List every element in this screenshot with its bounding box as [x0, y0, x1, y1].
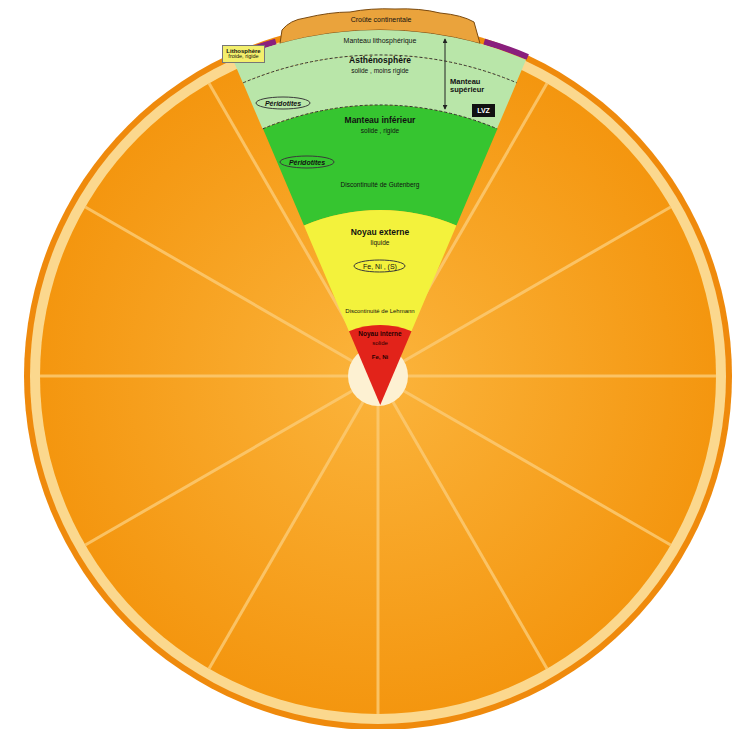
composition-oval: Fe, Ni , (S) — [353, 259, 406, 273]
layer-fill — [243, 55, 517, 129]
rock-oval: Péridotites — [255, 96, 311, 110]
layer-note: solide — [348, 340, 413, 346]
thickness-arrow — [445, 39, 446, 109]
layer-name: Manteau inférieur — [262, 116, 498, 125]
oval-label: Péridotites — [265, 100, 301, 107]
layer-bracket-label: Manteau supérieur — [450, 78, 496, 95]
layer-name: Noyau externe — [303, 228, 457, 237]
oval-label: Péridotites — [289, 159, 325, 166]
layer-name: Noyau interne — [348, 331, 413, 338]
orange-pulp — [40, 38, 716, 714]
rock-oval: Péridotites — [279, 155, 335, 169]
layer-note: liquide — [303, 240, 457, 247]
oval-outline — [280, 156, 334, 168]
layer-name: Manteau lithosphérique — [232, 37, 527, 44]
box-label: froide, rigide — [226, 54, 261, 60]
layer-note: solide , moins rigide — [242, 68, 518, 75]
layer-fill — [263, 105, 497, 225]
inner-core-band: Noyau interne solideFe, Ni — [348, 324, 413, 406]
dashed-boundary — [263, 105, 497, 129]
discontinuity-label: Discontinuité de Lehmann — [280, 308, 480, 315]
layer-note: solide , rigide — [262, 128, 498, 135]
layer-name: Croûte continentale — [276, 16, 486, 23]
oval-outline — [256, 97, 310, 109]
lithosphere-box: Lithosphèrefroide, rigide — [222, 45, 265, 63]
orange-peel — [24, 22, 732, 729]
oval-label: Fe, Ni , (S) — [363, 263, 397, 270]
box-label: LVZ — [477, 107, 490, 114]
layer-name: Asthénosphère — [242, 56, 518, 65]
orange-rind — [30, 28, 726, 724]
orange-segments — [40, 83, 716, 714]
layer-fill — [349, 325, 412, 405]
layer-note: Fe, Ni — [348, 354, 413, 360]
oval-outline — [354, 260, 405, 272]
discontinuity-label: Discontinuité de Gutenberg — [280, 181, 480, 188]
lvz-box: LVZ — [472, 104, 495, 117]
lower-mantle-band: Péridotites Manteau inférieur solide , rig… — [262, 104, 498, 227]
